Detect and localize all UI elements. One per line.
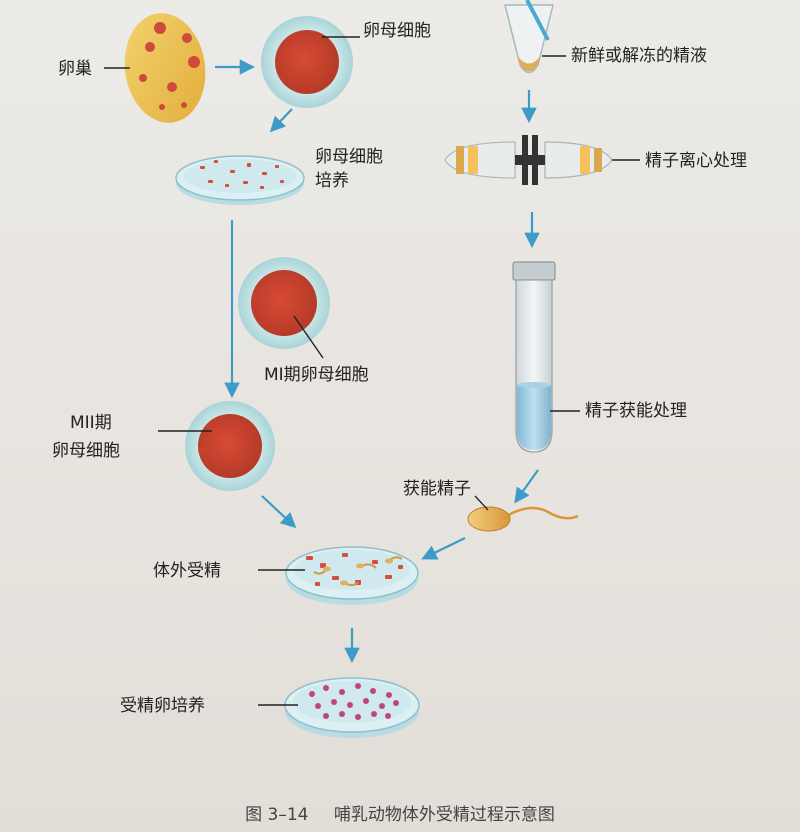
label-sperm-centrifuge: 精子离心处理 [645, 151, 747, 171]
label-ivf: 体外受精 [153, 561, 221, 581]
ivf-dish [285, 546, 419, 605]
label-fresh-semen: 新鲜或解冻的精液 [571, 46, 707, 66]
capacitated-sperm [467, 506, 579, 532]
label-oocyte: 卵母细胞 [363, 21, 431, 41]
sperm-leader [474, 495, 489, 511]
arrow-sperm-to-ivf [421, 537, 466, 560]
centrifuge [444, 135, 613, 185]
figure-title: 哺乳动物体外受精过程示意图 [333, 805, 555, 825]
label-sperm-capacitation: 精子获能处理 [585, 401, 687, 421]
semen-pipette [504, 0, 554, 74]
ovary [124, 13, 206, 123]
oocyte-culture-dish [175, 155, 305, 205]
arrow-mii-to-ivf [261, 495, 297, 529]
figure-caption: 图 3–14 哺乳动物体外受精过程示意图 [0, 800, 800, 825]
label-capacitated-sperm: 获能精子 [403, 479, 471, 499]
label-ovary: 卵巢 [58, 59, 92, 79]
arrow-oocyte-to-culture [269, 108, 293, 133]
zygote-culture-dish [284, 677, 420, 738]
mii-oocyte [185, 401, 275, 491]
label-zygote-culture: 受精卵培养 [120, 696, 205, 716]
mi-oocyte [238, 257, 330, 349]
label-mi-oocyte: MI期卵母细胞 [264, 365, 369, 385]
oocyte [261, 16, 353, 108]
test-tube [512, 261, 556, 453]
label-mii-oocyte-line2: 卵母细胞 [52, 441, 120, 461]
figure-number: 图 3–14 [245, 805, 309, 825]
label-mii-oocyte-line1: MII期 [70, 413, 112, 433]
label-oocyte-culture-line1: 卵母细胞 [315, 147, 383, 167]
label-oocyte-culture-line2: 培养 [315, 171, 349, 191]
mi-oocyte-leader [293, 315, 324, 359]
arrow-tube-to-sperm [514, 469, 539, 504]
